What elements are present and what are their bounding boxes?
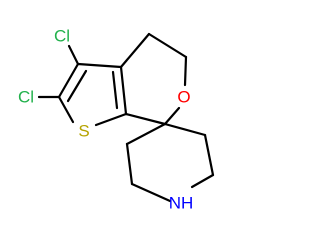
- bond-c5-o: [183, 55, 188, 87]
- bond-n-to-pip-right: [190, 173, 215, 189]
- bond-c3-cl: [67, 44, 80, 66]
- structure-diagram: Cl Cl S O NH: [18, 27, 215, 213]
- sulfur-label: S: [78, 122, 89, 141]
- bond-o-spiro: [163, 106, 181, 126]
- bond-spiro-c7a: [124, 112, 167, 126]
- bond-c4-c5: [147, 32, 188, 59]
- bond-spiro-pip-left: [125, 122, 167, 146]
- bonds: [37, 32, 215, 203]
- oxygen-label: O: [177, 88, 190, 107]
- chlorine-label-left: Cl: [18, 88, 34, 107]
- bond-c3-c2-double: [66, 69, 88, 103]
- bond-pip-right-spiro: [163, 122, 207, 137]
- bond-s-c7a: [94, 112, 128, 127]
- bond-c7a-c3a: [119, 65, 128, 116]
- atom-labels: Cl Cl S O NH: [18, 27, 193, 213]
- molecule-drawing: Cl Cl S O NH: [18, 27, 215, 213]
- bond-c7a-c3a-double: [111, 70, 119, 110]
- bond-c3a-c3: [76, 62, 123, 69]
- bond-c3a-c4: [119, 32, 151, 69]
- bond-pip-right-up: [203, 133, 215, 177]
- amine-label: NH: [169, 194, 194, 213]
- bond-pip-to-n-left: [130, 182, 172, 203]
- chlorine-label-top: Cl: [54, 27, 70, 46]
- bond-c2-s: [57, 95, 75, 124]
- bond-pip-left-down: [125, 142, 134, 186]
- bond-c3-c2: [57, 62, 80, 99]
